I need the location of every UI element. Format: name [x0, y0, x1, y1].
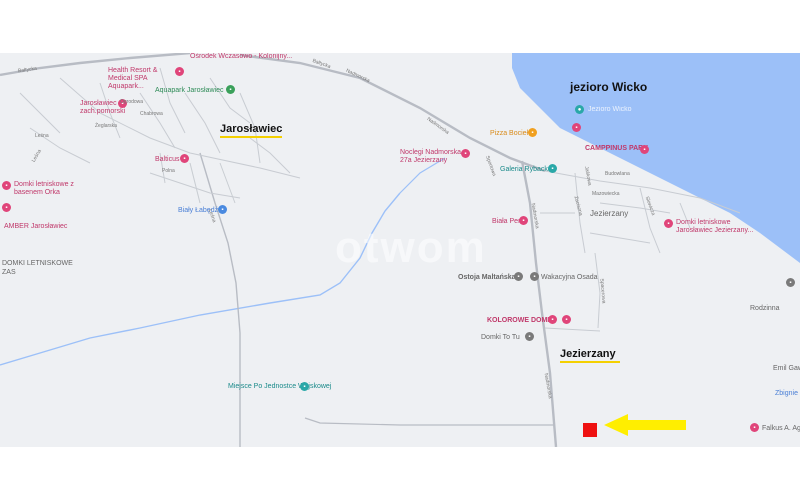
poi-domki-letniskowe-left: DOMKI LETNISKOWE: [2, 260, 73, 267]
balticus-pin-icon[interactable]: ▪: [180, 154, 189, 163]
poi-amber[interactable]: AMBER Jarosławiec: [4, 223, 68, 230]
location-marker[interactable]: [583, 423, 597, 437]
domki-to-tu-pin-icon[interactable]: ▪: [525, 332, 534, 341]
poi-noclegi[interactable]: Noclegi Nadmorska 27a Jezierzany: [400, 149, 462, 164]
poi-rodzinna[interactable]: Rodzinna: [750, 305, 780, 312]
lake-shape: [512, 53, 800, 263]
south-road: [304, 417, 555, 426]
galeria-pin-icon[interactable]: ▪: [548, 164, 557, 173]
street-ogrodowa: Ogrodowa: [120, 99, 144, 105]
amber-pin-icon[interactable]: ▪: [2, 203, 11, 212]
pizza-pin-icon[interactable]: ▪: [528, 128, 537, 137]
pointer-arrow: [604, 414, 686, 436]
kolorowe-pin-icon[interactable]: ▪: [548, 315, 557, 324]
poi-wakacyjna[interactable]: Wakacyjna Osada: [541, 274, 598, 281]
noclegi-pin-icon[interactable]: ▪: [461, 149, 470, 158]
poi-miejsce[interactable]: Miejsce Po Jednostce Wojskowej: [228, 383, 332, 390]
main-road: [0, 53, 546, 173]
poi-balticus[interactable]: Balticus: [155, 156, 180, 163]
lake-poi-label[interactable]: Jezioro Wicko: [588, 106, 632, 113]
orka-pin-icon[interactable]: ▪: [2, 181, 11, 190]
jaroslawiec-streets: [19, 67, 301, 204]
lake-pin-icon[interactable]: ●: [575, 105, 584, 114]
map-base: [0, 53, 800, 447]
place-jezierzany-small: Jezierzany: [590, 209, 629, 218]
map-view[interactable]: otwom jezioro Wicko ● Jezioro Wicko Jaro…: [0, 53, 800, 447]
hotel-pin-icon[interactable]: ▪: [175, 67, 184, 76]
lake-label: jezioro Wicko: [570, 80, 648, 94]
poi-camppinus[interactable]: CAMPPINUS PARK: [585, 145, 649, 152]
poi-health-resort[interactable]: Health Resort & Medical SPA Aquapark...: [108, 67, 158, 90]
street-zeglarska: Żeglarska: [95, 123, 117, 129]
street-lesna: Leśna: [35, 133, 49, 139]
poi-pizza[interactable]: Pizza Bocieł: [490, 130, 529, 137]
street-mazowiecka: Mazowiecka: [592, 191, 620, 197]
poi-aquapark[interactable]: Aquapark Jarosławiec: [155, 87, 224, 94]
bialy-labedz-pin-icon[interactable]: ▪: [218, 205, 227, 214]
poi-domki-to-tu[interactable]: Domki To Tu: [481, 334, 520, 341]
street-budowlana: Budowlana: [605, 171, 630, 177]
poi-biala-perla[interactable]: Biała Perła: [492, 218, 526, 225]
poi-galeria[interactable]: Galeria Rybacka: [500, 166, 552, 173]
street-polna: Polna: [162, 168, 175, 174]
jezierzany-streets: [540, 170, 741, 332]
wakacyjna-pin-icon[interactable]: ▪: [530, 272, 539, 281]
stream-line: [0, 192, 401, 366]
nadmorska-road: [520, 160, 558, 447]
poi-kolorowe[interactable]: KOLOROWE DOMKI: [487, 317, 555, 324]
watermark-text: otwom: [335, 223, 487, 272]
poi-domki-orka[interactable]: Domki letniskowe z basenem Orka: [14, 181, 74, 196]
miejsce-pin-icon[interactable]: ▪: [300, 382, 309, 391]
jaroslawiec-pin-icon[interactable]: ▪: [118, 99, 127, 108]
rodzinna-pin-icon[interactable]: ▪: [786, 278, 795, 287]
falkus-pin-icon[interactable]: ▪: [750, 423, 759, 432]
place-jezierzany: Jezierzany: [560, 348, 620, 363]
camppinus-pin-icon[interactable]: ▪: [640, 145, 649, 154]
poi-osrodek[interactable]: Ośrodek Wczasowo - Kolonijny...: [190, 53, 293, 60]
stream-line-2: [399, 157, 446, 194]
domki-right-pin-icon[interactable]: ▪: [664, 219, 673, 228]
biala-perla-pin-icon[interactable]: ▪: [519, 216, 528, 225]
west-road: [199, 152, 241, 447]
poi-zbigniew[interactable]: Zbignie: [775, 390, 798, 397]
aquapark-pin-icon[interactable]: ▪: [226, 85, 235, 94]
camping-pin-icon[interactable]: ▪: [572, 123, 581, 132]
poi-bialy-labedz[interactable]: Biały Łabędź: [178, 207, 219, 214]
street-chabrowa: Chabrowa: [140, 111, 163, 117]
poi-domki-right[interactable]: Domki letniskowe Jarosławiec Jezierzany.…: [676, 219, 754, 234]
place-jaroslawiec: Jarosławiec: [220, 123, 282, 138]
poi-ostoja[interactable]: Ostoja Maltańska: [458, 274, 516, 281]
poi-jaroslawiec-zach[interactable]: Jarosławiec zach.pomorski: [80, 100, 126, 115]
kolorowe-pin2-icon[interactable]: ▪: [562, 315, 571, 324]
poi-falkus[interactable]: Falkus A. Agr: [762, 425, 800, 432]
ostoja-pin-icon[interactable]: ▪: [514, 272, 523, 281]
poi-emil[interactable]: Emil Gaw: [773, 365, 800, 372]
poi-zas: ZAS: [2, 269, 16, 276]
